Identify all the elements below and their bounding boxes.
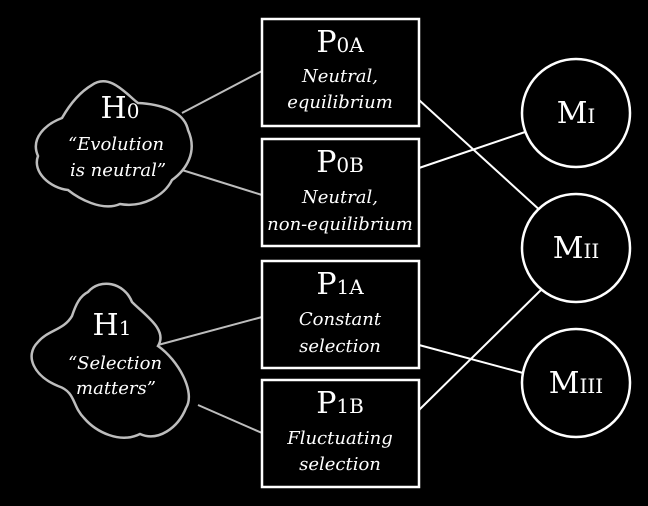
hypothesis-h0: H0 “Evolution is neutral” <box>34 79 193 208</box>
p1a-desc-line1: Constant <box>299 309 382 330</box>
h0-letter: H <box>101 91 127 126</box>
h1-subscript: 1 <box>119 316 132 340</box>
h1-desc-line1: “Selection <box>68 353 162 374</box>
model-miii: MIII <box>520 327 632 439</box>
svg-text:H1: H1 <box>93 308 132 343</box>
p0b-desc-line1: Neutral, <box>301 187 378 208</box>
circle-shape <box>520 327 632 439</box>
mi-letter: M <box>557 96 588 131</box>
box-shape <box>260 17 421 128</box>
p1b-subscript: 1B <box>336 394 363 418</box>
svg-text:P0B: P0B <box>316 145 364 180</box>
link-h1-p1b <box>197 404 263 434</box>
svg-text:H0: H0 <box>101 91 140 126</box>
p1b-desc-line2: selection <box>299 454 381 475</box>
p0a-desc-line2: equilibrium <box>287 92 393 113</box>
p0b-letter: P <box>316 145 336 180</box>
model-mii: MII <box>520 192 632 304</box>
box-shape <box>260 137 421 248</box>
cloud-shape <box>34 79 193 208</box>
h0-desc-line2: is neutral” <box>70 160 166 181</box>
p0a-subscript: 0A <box>337 33 365 57</box>
p1b-letter: P <box>316 386 336 421</box>
hypothesis-h1: H1 “Selection matters” <box>30 282 191 439</box>
link-h1-p1a <box>157 316 263 346</box>
process-p0b: P0B Neutral, non-equilibrium <box>260 137 421 248</box>
p1b-desc-line1: Fluctuating <box>286 428 393 449</box>
svg-text:MIII: MIII <box>549 366 603 401</box>
connector-lines <box>157 70 545 434</box>
h1-desc-line2: matters” <box>76 378 156 399</box>
svg-text:P0A: P0A <box>316 25 364 60</box>
p0a-desc-line1: Neutral, <box>301 66 378 87</box>
p0b-subscript: 0B <box>336 153 363 177</box>
svg-text:P1B: P1B <box>316 386 364 421</box>
miii-letter: M <box>549 366 580 401</box>
link-p1b-mii <box>418 286 545 411</box>
mi-subscript: I <box>587 104 595 128</box>
link-p0b-mi <box>418 130 529 169</box>
h0-subscript: 0 <box>127 99 140 123</box>
link-h0-p0a <box>181 70 263 114</box>
mii-subscript: II <box>583 239 599 263</box>
process-p1a: P1A Constant selection <box>260 259 421 370</box>
link-h0-p0b <box>181 169 263 196</box>
svg-text:P1A: P1A <box>316 267 364 302</box>
process-p1b: P1B Fluctuating selection <box>260 378 421 489</box>
h0-desc-line1: “Evolution <box>68 134 164 155</box>
p1a-subscript: 1A <box>337 275 365 299</box>
svg-text:MI: MI <box>557 96 596 131</box>
model-mi: MI <box>520 57 632 169</box>
p0a-letter: P <box>316 25 336 60</box>
p0b-desc-line2: non-equilibrium <box>267 214 413 235</box>
miii-subscript: III <box>580 374 604 398</box>
p1a-letter: P <box>316 267 336 302</box>
circle-shape <box>520 57 632 169</box>
box-shape <box>260 378 421 489</box>
link-p0a-mii <box>418 99 544 214</box>
svg-text:MII: MII <box>553 231 600 266</box>
cloud-shape <box>30 282 191 439</box>
p1a-desc-line2: selection <box>299 336 381 357</box>
h1-letter: H <box>93 308 119 343</box>
mii-letter: M <box>553 231 584 266</box>
process-p0a: P0A Neutral, equilibrium <box>260 17 421 128</box>
box-shape <box>260 259 421 370</box>
circle-shape <box>520 192 632 304</box>
